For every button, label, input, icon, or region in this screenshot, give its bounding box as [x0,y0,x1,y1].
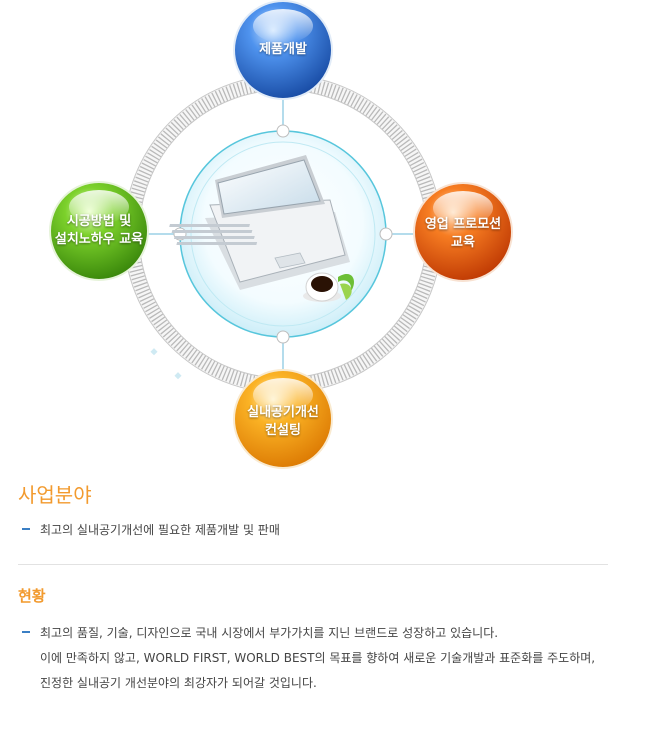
orb-label-top: 제품개발 [228,41,338,59]
diagram-graphic [49,0,513,469]
section-divider [18,564,608,565]
status-line-1: 최고의 품질, 기술, 디자인으로 국내 시장에서 부가가치를 지닌 브랜드로 … [40,626,499,640]
status-line-2: 이에 만족하지 않고, WORLD FIRST, WORLD BEST의 목표를… [40,651,596,665]
orb-label-left: 시공방법 및 설치노하우 교육 [44,213,154,249]
orb-label-right-line-2: 교육 [451,235,475,250]
orb-label-right: 영업 프로모션 교육 [408,216,518,252]
orb-label-right-line-1: 영업 프로모션 [424,217,502,232]
sparkle-icon [150,348,182,380]
orb-air-consulting [233,369,333,469]
orb-product-development [233,0,333,100]
business-list-item: 최고의 실내공기개선에 필요한 제품개발 및 판매 [22,518,280,543]
orb-label-top-line-1: 제품개발 [259,42,307,57]
orb-installation-training [49,181,149,281]
bullet-dash-icon [22,527,30,530]
status-line-3: 진정한 실내공기 개선분야의 최강자가 되어갈 것입니다. [40,676,317,690]
orb-label-left-line-1: 시공방법 및 [66,214,132,229]
status-section-title: 현황 [18,587,46,605]
orb-label-bottom-line-2: 컨설팅 [265,423,301,438]
business-diagram: 제품개발 시공방법 및 설치노하우 교육 영업 프로모션 교육 실내공기개선 컨… [44,0,518,469]
orb-sales-promotion [413,182,513,282]
business-item-text: 최고의 실내공기개선에 필요한 제품개발 및 판매 [40,523,280,537]
orb-label-bottom: 실내공기개선 컨설팅 [228,404,338,440]
orb-label-bottom-line-1: 실내공기개선 [247,405,319,420]
business-section-title: 사업분야 [18,483,92,507]
status-paragraph: 최고의 품질, 기술, 디자인으로 국내 시장에서 부가가치를 지닌 브랜드로 … [22,621,595,696]
bullet-dash-icon [22,630,30,633]
laptop-with-coffee-icon [169,155,355,302]
orb-label-left-line-2: 설치노하우 교육 [54,232,144,247]
